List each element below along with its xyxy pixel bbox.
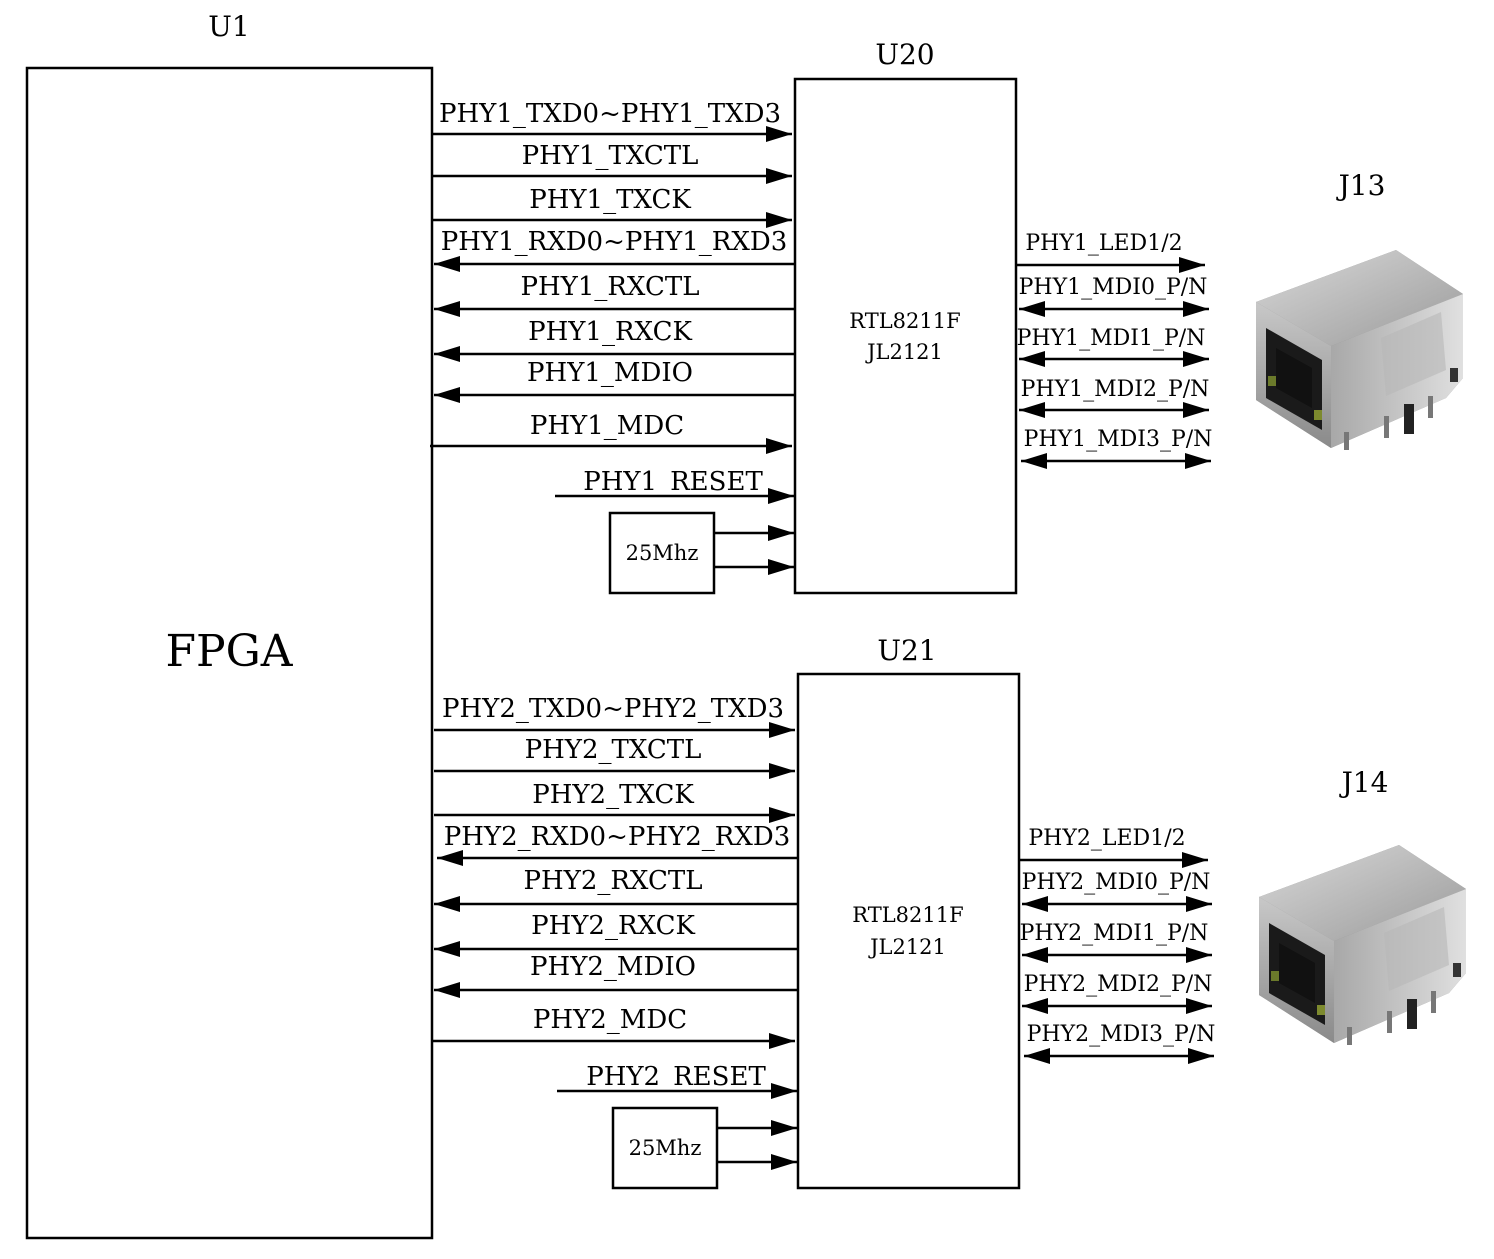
phy2-signal-label: PHY2_MDIO bbox=[530, 952, 696, 982]
phy2-chip bbox=[796, 672, 1021, 1190]
rj45-connector-icon bbox=[1259, 845, 1466, 1045]
phy2-oscillator-label: 25Mhz bbox=[629, 1136, 702, 1160]
fpga-ref-label: U1 bbox=[208, 10, 249, 43]
connector-j14-label: J14 bbox=[1339, 766, 1389, 799]
phy1-signal-label: PHY1_TXCTL bbox=[522, 141, 699, 171]
phy1-reset-label: PHY1_RESET bbox=[583, 467, 763, 497]
phy1-chip bbox=[793, 77, 1018, 595]
rj45-connector-icon bbox=[1256, 250, 1463, 450]
phy2-led-label: PHY2_LED1/2 bbox=[1028, 826, 1185, 851]
phy1-mdi-label: PHY1_MDI3_P/N bbox=[1024, 427, 1213, 452]
phy2-mdi-label: PHY2_MDI1_P/N bbox=[1020, 921, 1209, 946]
phy1-chip-line-2: JL2121 bbox=[865, 340, 943, 364]
phy2-signal-label: PHY2_TXCK bbox=[532, 780, 694, 810]
phy2-oscillator bbox=[611, 1106, 719, 1190]
fpga-outline bbox=[25, 66, 434, 1240]
phy1-signal-label: PHY1_MDC bbox=[530, 411, 684, 441]
phy1-signal-label: PHY1_RXD0~PHY1_RXD3 bbox=[441, 227, 787, 257]
phy-block-1: U20 RTL8211F JL2121 PHY1_TXD0~PHY1_TXD3 … bbox=[430, 38, 1463, 595]
phy2-reset-label: PHY2_RESET bbox=[586, 1062, 766, 1092]
phy1-led-label: PHY1_LED1/2 bbox=[1025, 231, 1182, 256]
phy2-mdi-label: PHY2_MDI3_P/N bbox=[1027, 1022, 1216, 1047]
phy2-signal-label: PHY2_TXD0~PHY2_TXD3 bbox=[442, 694, 784, 724]
fpga-label: FPGA bbox=[165, 626, 293, 677]
phy2-signal-label: PHY2_MDC bbox=[533, 1005, 687, 1035]
phy1-mdi-label: PHY1_MDI2_P/N bbox=[1021, 377, 1210, 402]
phy1-ref-label: U20 bbox=[875, 38, 934, 71]
phy1-oscillator-label: 25Mhz bbox=[626, 541, 699, 565]
phy-block-2: U21 RTL8211F JL2121 PHY2_TXD0~PHY2_TXD3 … bbox=[432, 634, 1466, 1190]
phy2-chip-line-1: RTL8211F bbox=[852, 903, 963, 927]
phy1-mdi-label: PHY1_MDI0_P/N bbox=[1019, 275, 1208, 300]
phy2-mdi-label: PHY2_MDI2_P/N bbox=[1024, 972, 1213, 997]
phy1-signal-label: PHY1_TXD0~PHY1_TXD3 bbox=[439, 99, 781, 129]
phy2-signal-label: PHY2_TXCTL bbox=[525, 735, 702, 765]
phy2-signal-label: PHY2_RXD0~PHY2_RXD3 bbox=[444, 822, 790, 852]
fpga-block: U1 FPGA bbox=[25, 10, 434, 1240]
phy1-signal-label: PHY1_MDIO bbox=[527, 358, 693, 388]
phy1-signal-label: PHY1_TXCK bbox=[529, 185, 691, 215]
phy2-chip-line-2: JL2121 bbox=[868, 935, 946, 959]
phy1-oscillator bbox=[608, 511, 716, 595]
phy1-signal-label: PHY1_RXCK bbox=[528, 317, 692, 347]
phy1-mdi-label: PHY1_MDI1_P/N bbox=[1017, 326, 1206, 351]
phy2-mdi-label: PHY2_MDI0_P/N bbox=[1022, 870, 1211, 895]
phy1-chip-line-1: RTL8211F bbox=[849, 309, 960, 333]
phy1-signal-label: PHY1_RXCTL bbox=[520, 272, 699, 302]
connector-j13-label: J13 bbox=[1336, 169, 1386, 202]
phy2-signal-label: PHY2_RXCK bbox=[531, 911, 695, 941]
phy2-ref-label: U21 bbox=[877, 634, 936, 667]
phy2-signal-label: PHY2_RXCTL bbox=[523, 866, 702, 896]
